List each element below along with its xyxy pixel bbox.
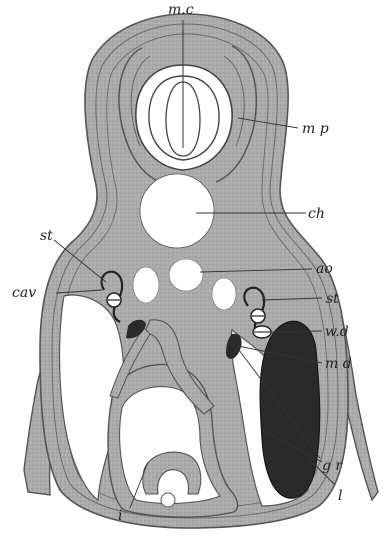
notochord xyxy=(140,174,214,248)
label-l: l xyxy=(338,488,342,504)
label-md: m d xyxy=(325,356,352,372)
aorta xyxy=(169,259,203,291)
label-gr: g r xyxy=(322,458,343,474)
genital-ridge-dark-mass xyxy=(260,321,320,498)
label-ch: ch xyxy=(308,206,325,222)
label-mc: m.c xyxy=(168,2,194,18)
label-st-left: st xyxy=(40,228,53,244)
label-cav: cav xyxy=(12,285,36,301)
label-i: i xyxy=(118,508,122,524)
cardinal-vein-right xyxy=(212,278,236,310)
label-mp: m p xyxy=(302,121,329,137)
label-st-right: st xyxy=(326,291,339,307)
label-ao: ao xyxy=(316,261,333,277)
cardinal-vein-left xyxy=(133,267,159,303)
intestine-small-lumen xyxy=(161,493,175,507)
label-wd: w.d xyxy=(325,324,349,340)
